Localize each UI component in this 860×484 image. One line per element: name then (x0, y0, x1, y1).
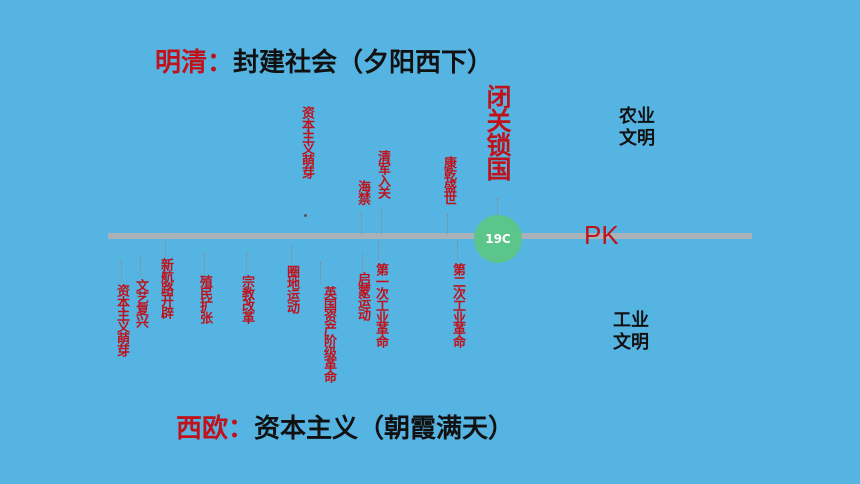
below-event-3: 殖民扩张 (197, 275, 212, 323)
below-tick-4 (246, 252, 247, 274)
above-tick-1 (361, 212, 362, 234)
side-bottom-line1: 工业 (613, 310, 649, 331)
below-tick-3 (204, 252, 205, 274)
above-event-2: 清军入关 (375, 150, 390, 198)
below-tick-2 (165, 239, 166, 257)
bottom-title-sep: ： (228, 414, 255, 444)
agri-civilization-label: 农业 文明 (612, 106, 662, 150)
below-event-1: 文艺复兴 (133, 279, 148, 327)
below-tick-8 (378, 240, 379, 260)
above-tick-3 (447, 214, 448, 234)
above-event-0: 资本主义萌芽 (299, 106, 314, 178)
below-event-2: 新航路开辟 (158, 258, 173, 318)
above-dot-0 (304, 214, 307, 217)
above-event-3: 康乾盛世 (441, 156, 456, 204)
below-event-6: 英国资产阶级革命 (321, 286, 336, 382)
pk-label: PK (584, 220, 619, 250)
below-event-5: 圈地运动 (284, 265, 299, 313)
below-event-0: 资本主义萌芽 (114, 284, 129, 356)
top-title-rest: 封建社会（夕阳西下） (233, 48, 494, 78)
below-tick-1 (140, 256, 141, 276)
century-circle: 19C (474, 215, 522, 263)
below-event-4: 宗教改革 (239, 275, 254, 323)
side-bottom-line2: 文明 (613, 332, 649, 353)
top-title-sep: ： (207, 48, 234, 78)
below-tick-7 (362, 253, 363, 271)
timeline-axis (108, 233, 752, 239)
below-tick-5 (291, 245, 292, 263)
top-title-prefix: 明清 (155, 48, 208, 78)
above-tick-2 (381, 208, 382, 234)
industrial-civilization-label: 工业 文明 (606, 310, 656, 354)
top-title: 明清：封建社会（夕阳西下） (155, 42, 493, 79)
below-event-8: 第一次工业革命 (373, 263, 388, 347)
bottom-title: 西欧：资本主义（朝霞满天） (176, 408, 514, 445)
below-tick-9 (457, 240, 458, 260)
main-event-label: 闭关锁国 (483, 84, 512, 180)
below-tick-0 (121, 260, 122, 282)
side-top-line2: 文明 (619, 128, 655, 149)
bottom-title-prefix: 西欧 (176, 414, 229, 444)
below-event-9: 第二次工业革命 (450, 263, 465, 347)
above-event-1: 海禁 (355, 180, 370, 204)
side-top-line1: 农业 (619, 106, 655, 127)
below-tick-6 (320, 262, 321, 284)
main-event-tick (497, 198, 498, 216)
below-event-7: 启蒙运动 (355, 272, 370, 320)
bottom-title-rest: 资本主义（朝霞满天） (254, 414, 515, 444)
